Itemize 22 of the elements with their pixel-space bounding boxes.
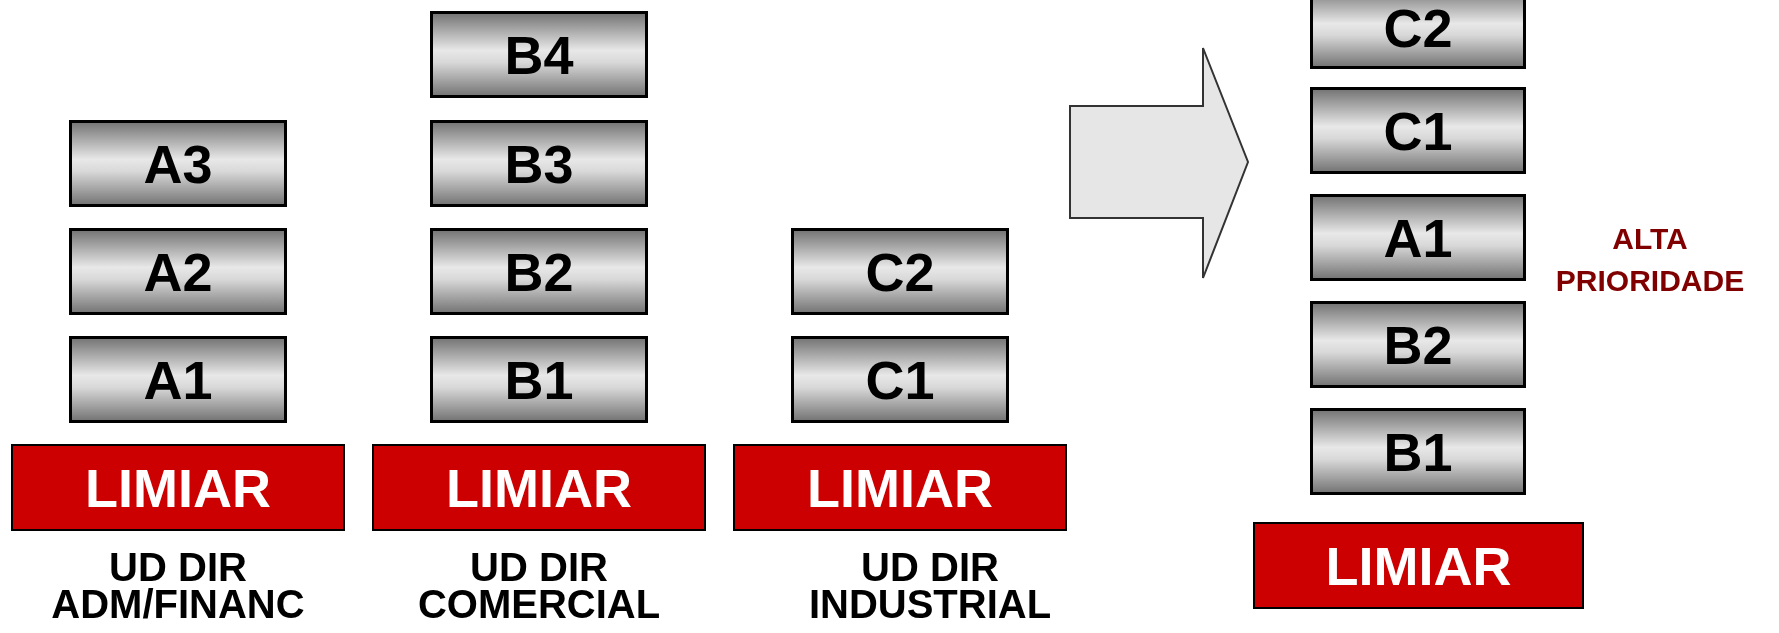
stack-block: C1 — [791, 336, 1009, 423]
stack-block: B4 — [430, 11, 648, 98]
stack-block: C1 — [1310, 87, 1526, 174]
stack-block: C2 — [791, 228, 1009, 315]
threshold-bar: LIMIAR — [372, 444, 706, 531]
stack-block: A1 — [69, 336, 287, 423]
unit-label: UD DIR INDUSTRIAL — [807, 549, 1053, 623]
unit-label: UD DIR COMERCIAL — [416, 549, 662, 623]
stack-block: A1 — [1310, 194, 1526, 281]
stack-block: A2 — [69, 228, 287, 315]
priority-note: ALTA PRIORIDADE — [1554, 221, 1746, 299]
stack-block: B1 — [1310, 408, 1526, 495]
stack-block: B2 — [430, 228, 648, 315]
stack-block: C2 — [1310, 0, 1526, 69]
unit-label: UD DIR ADM/FINANC — [50, 549, 306, 623]
stack-block: B1 — [430, 336, 648, 423]
threshold-bar: LIMIAR — [733, 444, 1067, 531]
threshold-bar: LIMIAR — [11, 444, 345, 531]
stack-block: A3 — [69, 120, 287, 207]
stack-block: B3 — [430, 120, 648, 207]
stack-block: B2 — [1310, 301, 1526, 388]
threshold-bar: LIMIAR — [1253, 522, 1584, 609]
